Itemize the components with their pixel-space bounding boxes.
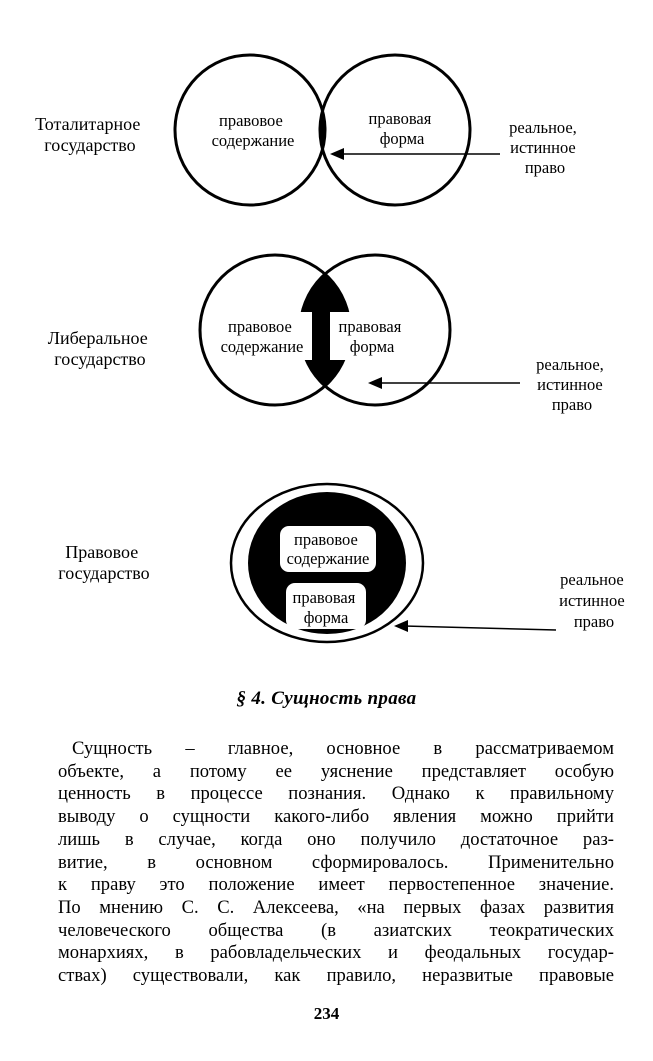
svg-text:Тоталитарное государство: Тоталитарное государство (35, 114, 145, 155)
content-label-line2: содержание (221, 337, 304, 356)
law-label-line2: истинное (537, 375, 603, 394)
liberal-diagram: Либеральное государство правовое содержа… (48, 253, 608, 414)
form-label-line2: форма (304, 608, 349, 627)
svg-text:Либеральное государство: Либеральное государство (48, 328, 152, 369)
paragraph-line: По мнению С. С. Алексеева, «на первых фа… (58, 896, 614, 918)
state-label-line2: государство (54, 349, 145, 369)
form-label-box (286, 583, 366, 629)
law-label-line1: реальное, (509, 118, 577, 137)
state-label-line2: государство (44, 135, 135, 155)
pointer-arrowhead (330, 148, 344, 160)
pointer-arrow-line (403, 625, 557, 631)
state-label-line1: Либеральное (48, 328, 148, 348)
svg-text:правовая форма: правовая форма (369, 109, 436, 148)
state-label-line1: Тоталитарное (35, 114, 140, 134)
outer-circle (229, 482, 425, 644)
paragraph-line: витие, в основном сформировалось. Примен… (58, 851, 614, 873)
content-label-line1: правовое (228, 317, 292, 336)
content-label-line1: правовое (294, 530, 358, 549)
paragraph-line: ценность в процессе познания. Однако к п… (58, 783, 614, 805)
svg-text:реальное, истинное: реальное, истинное право (509, 118, 581, 177)
paragraph-line: лишь в случае, когда оно получило достат… (58, 828, 614, 850)
form-label-line1: правовая (339, 317, 402, 336)
paragraph-line: выводу о сущности какого-либо явления мо… (58, 806, 614, 828)
pointer-arrowhead (394, 620, 408, 632)
form-circle (318, 53, 472, 207)
law-label-line3: право (525, 158, 565, 177)
form-label-line1: правовая (369, 109, 432, 128)
legal-diagram: Правовое государство правовое содержание… (58, 482, 629, 644)
intersection-fill (300, 255, 350, 405)
svg-text:правовое содержание: правовое содержание (212, 111, 295, 150)
svg-text:правовая форма: правовая форма (339, 317, 406, 356)
content-label-box (280, 526, 376, 572)
form-label-line2: форма (380, 129, 425, 148)
paragraph-line: человеческого общества (в азиатских теок… (58, 919, 614, 941)
law-label-line2: истинное (510, 138, 576, 157)
svg-text:правовое содержание: правовое содержание (287, 530, 370, 568)
svg-text:реальное истинное: реальное истинное право (559, 570, 629, 631)
form-label-line2: форма (350, 337, 395, 356)
svg-text:Правовое государство: Правовое государство (58, 542, 149, 583)
form-label-box (330, 312, 414, 360)
pointer-arrowhead (368, 377, 382, 389)
svg-text:правовая форма: правовая форма (293, 588, 360, 627)
section-heading: § 4. Сущность права (236, 688, 417, 709)
paragraph-line: объекте, а потому ее уяснение представля… (58, 760, 614, 782)
paragraph-line: монархиях, в рабовладельческих и феодаль… (58, 942, 614, 964)
svg-text:правовое содержание: правовое содержание (221, 317, 304, 356)
paragraph-line: ствах) существовали, как правило, неразв… (58, 965, 614, 987)
law-label-line1: реальное (560, 570, 624, 589)
content-circle (173, 53, 327, 207)
body-paragraph: Сущность – главное, основное в рассматри… (58, 738, 614, 988)
state-law-diagram: Тоталитарное государство правовое содерж… (35, 53, 629, 644)
content-label-line2: содержание (287, 549, 370, 568)
law-label-line1: реальное, (536, 355, 604, 374)
content-label-line1: правовое (219, 111, 283, 130)
state-label-line1: Правовое (65, 542, 138, 562)
law-label-line3: право (574, 612, 614, 631)
svg-text:реальное, истинное: реальное, истинное право (536, 355, 608, 414)
law-label-line3: право (552, 395, 592, 414)
totalitarian-diagram: Тоталитарное государство правовое содерж… (35, 53, 581, 207)
content-label-line2: содержание (212, 131, 295, 150)
state-label-line2: государство (58, 563, 149, 583)
content-label-box (212, 312, 312, 360)
paragraph-line: к праву это положение имеет первостепенн… (58, 874, 614, 896)
page-number: 234 (313, 1004, 340, 1023)
form-label-line1: правовая (293, 588, 356, 607)
law-label-line2: истинное (559, 591, 625, 610)
paragraph-line: Сущность – главное, основное в рассматри… (72, 738, 614, 759)
